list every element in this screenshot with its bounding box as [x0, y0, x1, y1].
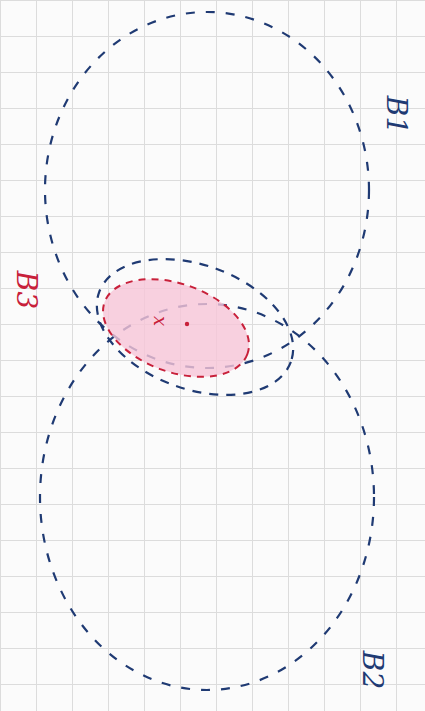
- ball-outline: [78, 234, 312, 420]
- set-label: B1: [382, 96, 410, 134]
- point-label: x: [151, 316, 169, 326]
- set-label: B3: [12, 271, 40, 309]
- set-label: B2: [358, 651, 386, 689]
- point-dot: [185, 322, 189, 326]
- ball-outline: [90, 261, 263, 396]
